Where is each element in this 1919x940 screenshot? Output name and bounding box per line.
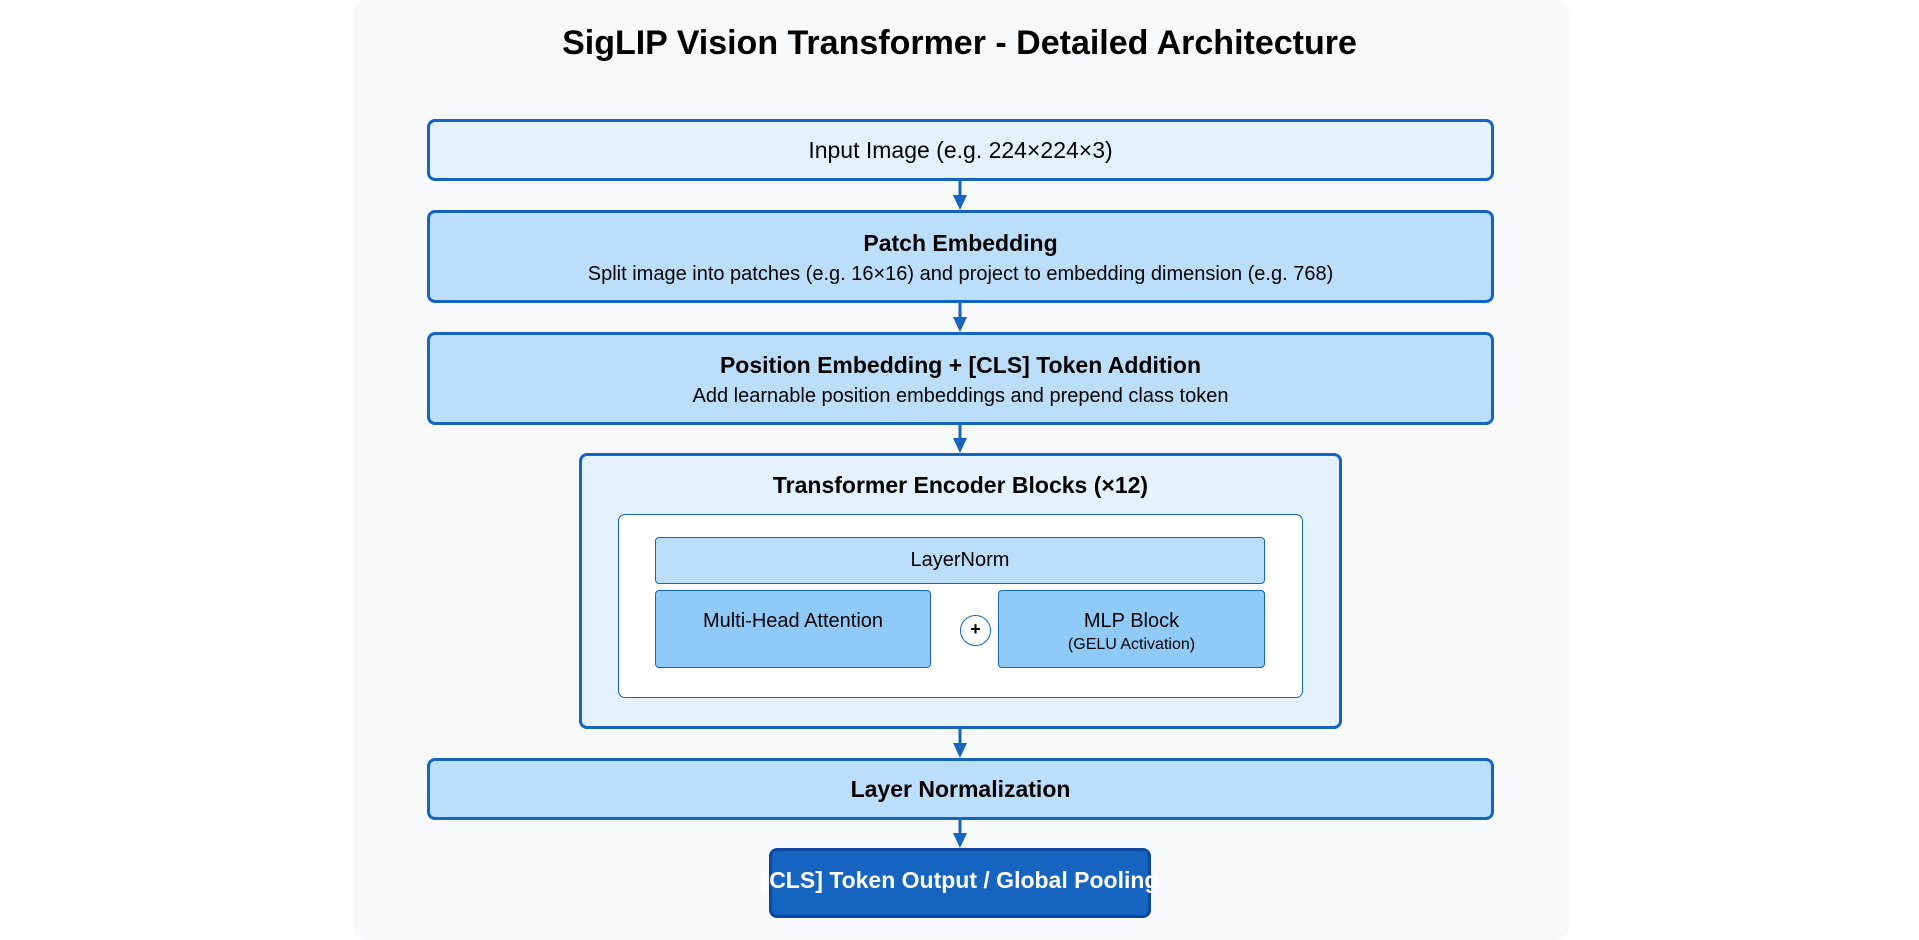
layer-normalization-box: Layer Normalization xyxy=(427,758,1494,820)
residual-add-icon: + xyxy=(960,615,991,646)
mlp-block-box: MLP Block (GELU Activation) xyxy=(998,590,1265,668)
diagram-title: SigLIP Vision Transformer - Detailed Arc… xyxy=(562,24,1357,62)
patch-embedding-description: Split image into patches (e.g. 16×16) an… xyxy=(587,263,1334,285)
input-image-label: Input Image (e.g. 224×224×3) xyxy=(808,137,1113,163)
position-embedding-title: Position Embedding + [CLS] Token Additio… xyxy=(719,352,1202,378)
patch-embedding-title: Patch Embedding xyxy=(863,230,1058,256)
patch-embedding-box: Patch Embedding Split image into patches… xyxy=(427,210,1494,303)
mlp-block-subtitle: (GELU Activation) xyxy=(1067,636,1196,653)
mlp-block-title: MLP Block xyxy=(1083,610,1180,632)
position-embedding-description: Add learnable position embeddings and pr… xyxy=(692,385,1229,407)
multi-head-attention-label: Multi-Head Attention xyxy=(702,610,884,632)
output-box: [CLS] Token Output / Global Pooling xyxy=(762,848,1158,918)
input-image-box: Input Image (e.g. 224×224×3) xyxy=(427,119,1494,181)
encoder-blocks-title: Transformer Encoder Blocks (×12) xyxy=(772,472,1149,498)
encoder-layernorm-box: LayerNorm xyxy=(655,537,1265,584)
position-embedding-box: Position Embedding + [CLS] Token Additio… xyxy=(427,332,1494,425)
multi-head-attention-box: Multi-Head Attention xyxy=(655,590,931,668)
output-title: [CLS] Token Output / Global Pooling xyxy=(761,867,1159,893)
layer-normalization-title: Layer Normalization xyxy=(850,776,1071,802)
